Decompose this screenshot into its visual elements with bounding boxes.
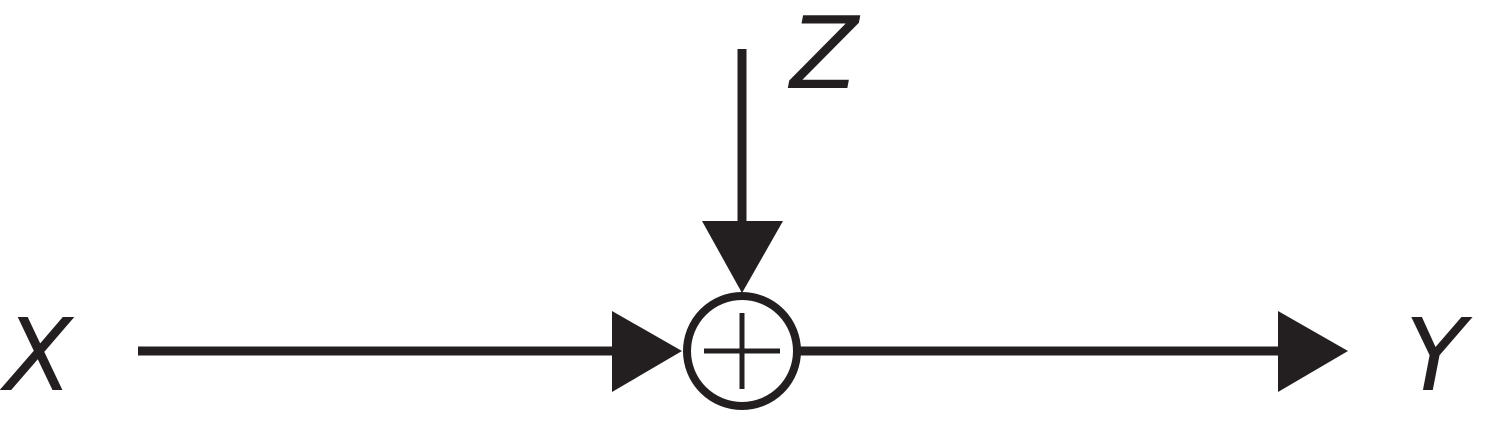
y-output-arrowhead: [1278, 311, 1348, 392]
plus-icon: [704, 313, 780, 389]
z-input-arrowhead: [702, 221, 783, 293]
summing-junction: [683, 292, 801, 410]
input-x-label: X: [0, 297, 75, 414]
output-y-label: Y: [1405, 297, 1473, 414]
z-input-arrow: [702, 49, 783, 293]
input-z-label: Z: [787, 0, 861, 112]
x-input-arrow: [138, 311, 682, 392]
x-input-arrowhead: [612, 311, 682, 392]
y-output-arrow: [800, 311, 1348, 392]
